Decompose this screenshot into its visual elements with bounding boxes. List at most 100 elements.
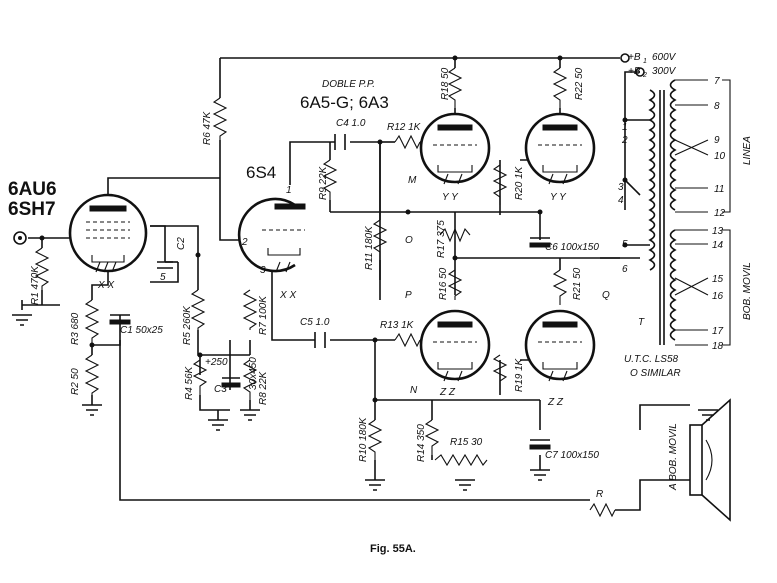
ground-icon (208, 419, 228, 431)
label-c3-value: 30x450 (248, 357, 259, 390)
transformer-tap-4: 4 (618, 195, 624, 206)
terminal-7: 7 (714, 76, 720, 87)
node-p: P (405, 290, 412, 301)
resistor-r5 (190, 289, 206, 330)
terminal-11: 11 (714, 184, 724, 195)
label-r1: R1 470K (30, 265, 41, 305)
label-6s4: 6S4 (246, 163, 276, 182)
label-r3: R3 680 (70, 312, 81, 345)
label-r21: R21 50 (572, 267, 583, 300)
label-r12: R12 1K (387, 122, 422, 133)
node-pin5: 5 (160, 272, 166, 283)
transformer-tap-2: 2 (621, 135, 628, 146)
label-r19: R19 1K (514, 357, 525, 392)
resistor-r12 (394, 134, 421, 150)
resistor-r (589, 502, 616, 518)
resistor-r6 (212, 97, 228, 140)
ground-icon (240, 409, 260, 421)
resistor-r10 (367, 419, 383, 460)
tube-power-upper-right (524, 112, 596, 185)
label-r7: R7 100K (258, 295, 269, 335)
label-model-2: O SIMILAR (630, 368, 681, 379)
node-o: O (405, 235, 413, 246)
ground-icon (365, 479, 385, 491)
resistor-r3 (84, 299, 100, 345)
capacitor-c4 (334, 134, 346, 150)
label-c3-plus: +250 (205, 357, 228, 368)
node-zz-2: Z Z (547, 397, 564, 408)
label-r13: R13 1K (380, 320, 415, 331)
node-pin3: 3 (260, 265, 266, 276)
label-c2: C2 (176, 237, 187, 250)
terminal-15: 15 (712, 274, 724, 285)
node-t: T (638, 317, 645, 328)
terminal-18: 18 (712, 341, 724, 352)
label-c7: C7 100x150 (545, 450, 599, 461)
label-b1-voltage: 600V (652, 52, 677, 63)
label-b2-sub: 2 (642, 72, 647, 79)
resistor-r8 (242, 359, 258, 400)
ground-symbols (12, 314, 718, 491)
label-b1: +B (628, 52, 641, 63)
resistor-r2 (84, 354, 100, 395)
label-c4: C4 1.0 (336, 118, 366, 129)
resistors (34, 67, 616, 518)
resistor-r21 (552, 269, 568, 305)
node-pin1: 1 (286, 185, 292, 196)
resistor-r22 (552, 67, 568, 108)
label-r9: R9 22K (318, 165, 329, 200)
resistor-r4 (192, 359, 208, 395)
resistor-r13 (394, 332, 421, 348)
terminal-8: 8 (714, 101, 720, 112)
tube-power-lower-left (419, 309, 491, 382)
input-jack (13, 231, 27, 245)
node-yy-2: Y Y (550, 192, 567, 203)
tube-6s4 (237, 197, 306, 273)
heading-doble: DOBLE P.P. (322, 79, 375, 90)
node-q: Q (602, 290, 610, 301)
label-r22: R22 50 (574, 67, 585, 100)
node-xx-1: X X (97, 280, 114, 291)
ground-icon (12, 314, 32, 326)
label-r10: R10 180K (358, 416, 369, 462)
resistor-r7 (242, 289, 258, 330)
junction-dots (39, 55, 628, 403)
terminal-9: 9 (714, 135, 720, 146)
label-r11: R11 180K (364, 225, 375, 270)
resistor-r11 (372, 219, 388, 260)
transformer-tap-5: 5 (622, 239, 628, 250)
bplus-terminals (620, 53, 645, 77)
node-zz-1: Z Z (439, 387, 456, 398)
ground-icon (455, 479, 475, 491)
label-r6: R6 47K (202, 110, 213, 145)
label-c1: C1 50x25 (120, 325, 163, 336)
label-b2-voltage: 300V (652, 66, 677, 77)
label-r17: R17 375 (436, 220, 447, 258)
label-r4: R4 56K (184, 365, 195, 400)
label-r5: R5 260K (182, 305, 193, 345)
resistor-r20 (492, 164, 508, 205)
resistor-r15 (434, 453, 488, 467)
terminal-13: 13 (712, 226, 724, 237)
label-c6: C6 100x150 (545, 242, 599, 253)
speaker-icon (689, 398, 731, 522)
ground-icon (530, 469, 550, 481)
transformer-tap-3: 3 (618, 182, 624, 193)
resistor-r16 (447, 269, 463, 300)
label-model-1: U.T.C. LS58 (624, 354, 679, 365)
node-m: M (408, 175, 417, 186)
tube-power-lower-right (524, 309, 596, 382)
tube-6au6 (68, 193, 148, 273)
ground-icon (698, 409, 718, 421)
node-n: N (410, 385, 418, 396)
label-r2: R2 50 (70, 368, 81, 395)
terminal-14: 14 (712, 240, 724, 251)
label-r16: R16 50 (438, 267, 449, 300)
transformer-tap-6: 6 (622, 264, 628, 275)
terminal-17: 17 (712, 326, 724, 337)
label-r15: R15 30 (450, 437, 483, 448)
label-6au6: 6AU6 (8, 179, 57, 200)
labels: DOBLE P.P. 6A5-G; 6A3 6AU6 6SH7 6S4 +B 1… (8, 52, 753, 555)
transformer-tap-1: 1 (622, 122, 628, 133)
